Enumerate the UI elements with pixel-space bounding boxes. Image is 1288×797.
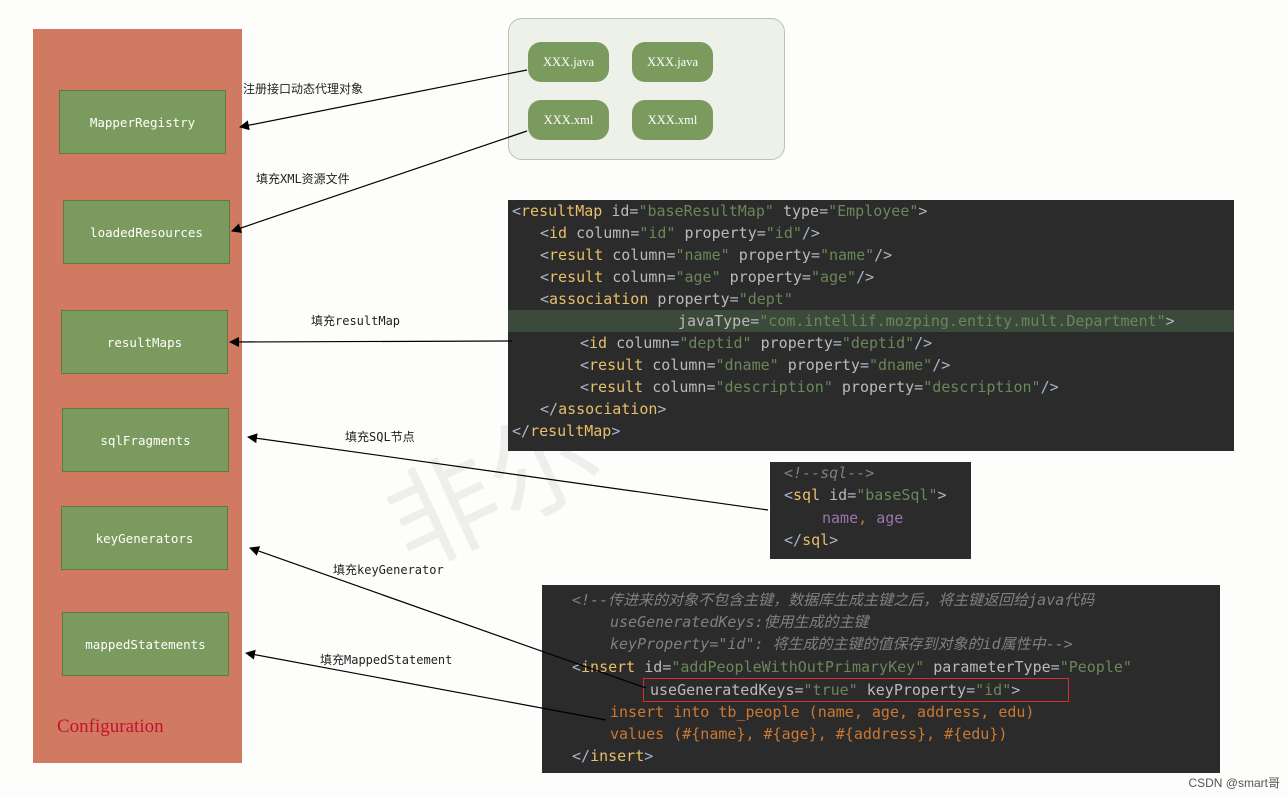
label-result-maps: 填充resultMap — [311, 314, 401, 328]
label-sql-fragments: 填充SQL节点 — [345, 430, 415, 444]
file-xml-1: XXX.xml — [528, 100, 609, 140]
arrow-loaded-resources — [231, 130, 528, 233]
code-block-resultmap: <resultMap id="baseResultMap" type="Empl… — [508, 200, 1234, 451]
arrow-key-generators — [249, 546, 647, 689]
arrow-mapped-statements — [245, 649, 607, 721]
file-java-1: XXX.java — [528, 42, 609, 82]
node-loaded-resources: loadedResources — [63, 200, 230, 264]
highlight-box — [643, 678, 1069, 702]
node-mapper-registry: MapperRegistry — [59, 90, 226, 154]
code-block-insert: <!--传进来的对象不包含主键，数据库生成主键之后，将主键返回给java代码 u… — [542, 585, 1220, 773]
file-xml-2: XXX.xml — [632, 100, 713, 140]
configuration-title: Configuration — [57, 716, 164, 737]
label-mapper-registry: 注册接口动态代理对象 — [243, 82, 364, 96]
arrow-result-maps — [229, 336, 513, 347]
credit-text: CSDN @smart哥 — [1188, 776, 1280, 790]
code-block-sql: <!--sql--> <sql id="baseSql"> name, age … — [770, 462, 971, 559]
arrow-mapper-registry — [239, 69, 528, 131]
node-mapped-statements: mappedStatements — [62, 612, 229, 676]
highlighted-line — [508, 310, 1234, 332]
node-sql-fragments: sqlFragments — [62, 408, 229, 472]
label-loaded-resources: 填充XML资源文件 — [256, 172, 350, 186]
node-key-generators: keyGenerators — [61, 506, 228, 570]
label-key-generators: 填充keyGenerator — [333, 563, 444, 577]
label-mapped-statements: 填充MappedStatement — [320, 653, 453, 667]
file-java-2: XXX.java — [632, 42, 713, 82]
node-result-maps: resultMaps — [61, 310, 228, 374]
arrow-sql-fragments — [247, 433, 769, 511]
